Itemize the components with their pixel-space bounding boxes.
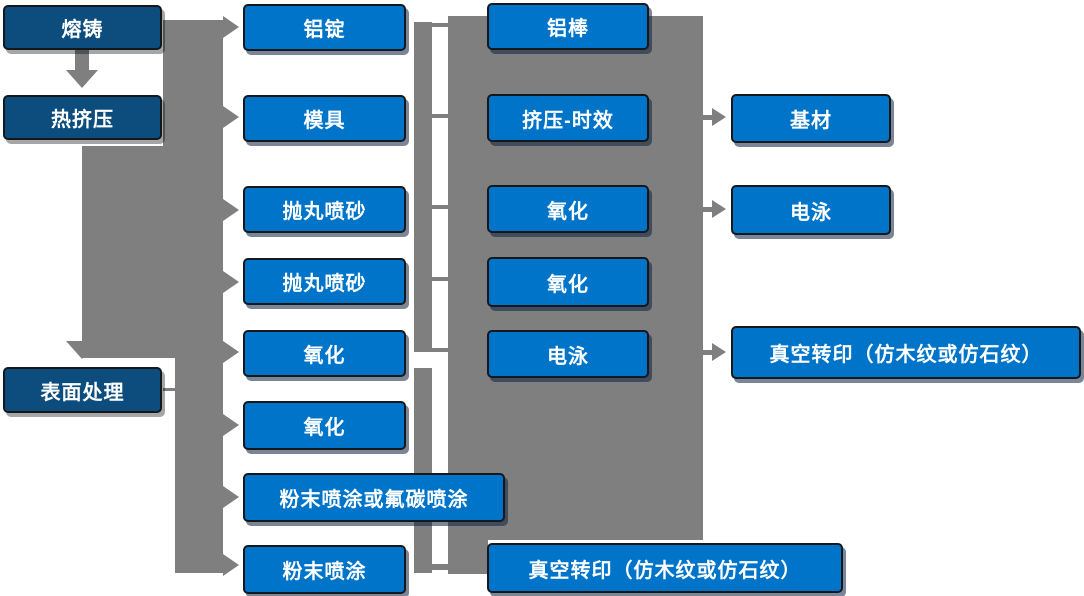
node-vacuum-transfer-bottom: 真空转印（仿木纹或仿石纹） xyxy=(487,543,843,593)
node-label: 电泳 xyxy=(790,201,832,224)
arrow-to-vacuum-transfer-stub xyxy=(703,350,713,355)
node-label: 氧化 xyxy=(303,417,346,439)
bus-arrowhead-aluminum-ingot xyxy=(223,16,239,38)
left-bus-top-segment xyxy=(163,20,223,147)
node-oxidation-2: 氧化 xyxy=(243,401,406,450)
left-bus-wide-segment xyxy=(82,146,223,358)
bus-arrowhead-shot-blasting-2 xyxy=(223,271,239,293)
middle-bus-upper-segment xyxy=(414,22,432,352)
bus-arrowhead-shot-blasting-1 xyxy=(223,199,239,221)
node-label: 挤压-时效 xyxy=(522,109,614,132)
node-label: 熔铸 xyxy=(61,19,104,41)
node-powder-coating: 粉末喷涂 xyxy=(243,545,406,594)
node-label: 表面处理 xyxy=(40,381,125,404)
middle-bus-tick-1 xyxy=(430,23,448,27)
node-label: 基材 xyxy=(790,110,832,132)
arrow-to-vacuum-transfer-head xyxy=(712,343,726,361)
node-oxidation-3: 氧化 xyxy=(487,185,649,233)
node-label: 铝棒 xyxy=(547,18,589,40)
node-vacuum-transfer-right: 真空转印（仿木纹或仿石纹） xyxy=(731,326,1081,379)
node-aluminum-ingot: 铝锭 xyxy=(243,4,406,51)
node-label: 热挤压 xyxy=(51,109,114,131)
left-bus-bottom-segment xyxy=(175,358,223,573)
node-melting-casting: 熔铸 xyxy=(3,5,162,50)
node-oxidation-1: 氧化 xyxy=(243,330,406,377)
arrow-melting-to-extrusion-shaft xyxy=(75,49,89,72)
arrow-to-electrophoresis-stub xyxy=(703,207,713,212)
node-aluminum-rod: 铝棒 xyxy=(487,3,649,50)
bus-arrowhead-mold xyxy=(223,106,239,128)
node-label: 粉末喷涂 xyxy=(282,561,367,583)
node-label: 真空转印（仿木纹或仿石纹） xyxy=(769,344,1043,366)
arrow-to-base-material-stub xyxy=(703,115,713,120)
surface-treatment-bus-stub xyxy=(163,388,176,391)
middle-bus-tick-3 xyxy=(430,205,448,209)
arrow-to-electrophoresis-head xyxy=(712,200,726,218)
node-electrophoresis-mid: 电泳 xyxy=(487,330,649,378)
node-electrophoresis-right: 电泳 xyxy=(731,185,891,235)
middle-bus-tick-4 xyxy=(430,277,448,281)
middle-bus-tick-2 xyxy=(430,114,448,118)
arrow-to-base-material-head xyxy=(712,108,726,126)
node-powder-or-fluorocarbon-coating: 粉末喷涂或氟碳喷涂 xyxy=(243,473,505,522)
node-hot-extrusion: 热挤压 xyxy=(3,95,162,140)
node-label: 真空转印（仿木纹或仿石纹） xyxy=(528,559,802,582)
middle-bus-lower-segment xyxy=(414,368,432,573)
node-label: 氧化 xyxy=(303,345,346,367)
node-label: 氧化 xyxy=(547,273,589,296)
middle-bus-tick-5 xyxy=(430,348,448,352)
node-oxidation-4: 氧化 xyxy=(487,257,649,307)
node-label: 氧化 xyxy=(547,200,589,223)
bus-arrowhead-oxidation-1 xyxy=(223,341,239,363)
node-extrusion-aging: 挤压-时效 xyxy=(487,94,649,142)
node-surface-treatment: 表面处理 xyxy=(3,367,162,413)
node-label: 铝锭 xyxy=(303,19,346,41)
bus-arrowhead-oxidation-2 xyxy=(223,414,239,436)
node-label: 抛丸喷砂 xyxy=(282,273,367,295)
arrow-extrusion-to-surface-head xyxy=(66,341,98,359)
node-mold: 模具 xyxy=(243,95,406,142)
node-base-material: 基材 xyxy=(731,94,891,143)
node-label: 抛丸喷砂 xyxy=(282,201,367,223)
bus-arrowhead-powder-coating xyxy=(223,554,239,576)
node-label: 模具 xyxy=(303,110,346,132)
node-label: 粉末喷涂或氟碳喷涂 xyxy=(279,489,469,511)
column3-panel-bottom-extension xyxy=(448,538,488,574)
node-shot-blasting-2: 抛丸喷砂 xyxy=(243,258,406,305)
bus-arrowhead-powder-fluorocarbon xyxy=(223,486,239,508)
node-label: 电泳 xyxy=(547,345,589,368)
middle-bus-bottom-tick xyxy=(430,564,448,570)
arrow-melting-to-extrusion-head xyxy=(66,70,98,88)
node-shot-blasting-1: 抛丸喷砂 xyxy=(243,186,406,233)
